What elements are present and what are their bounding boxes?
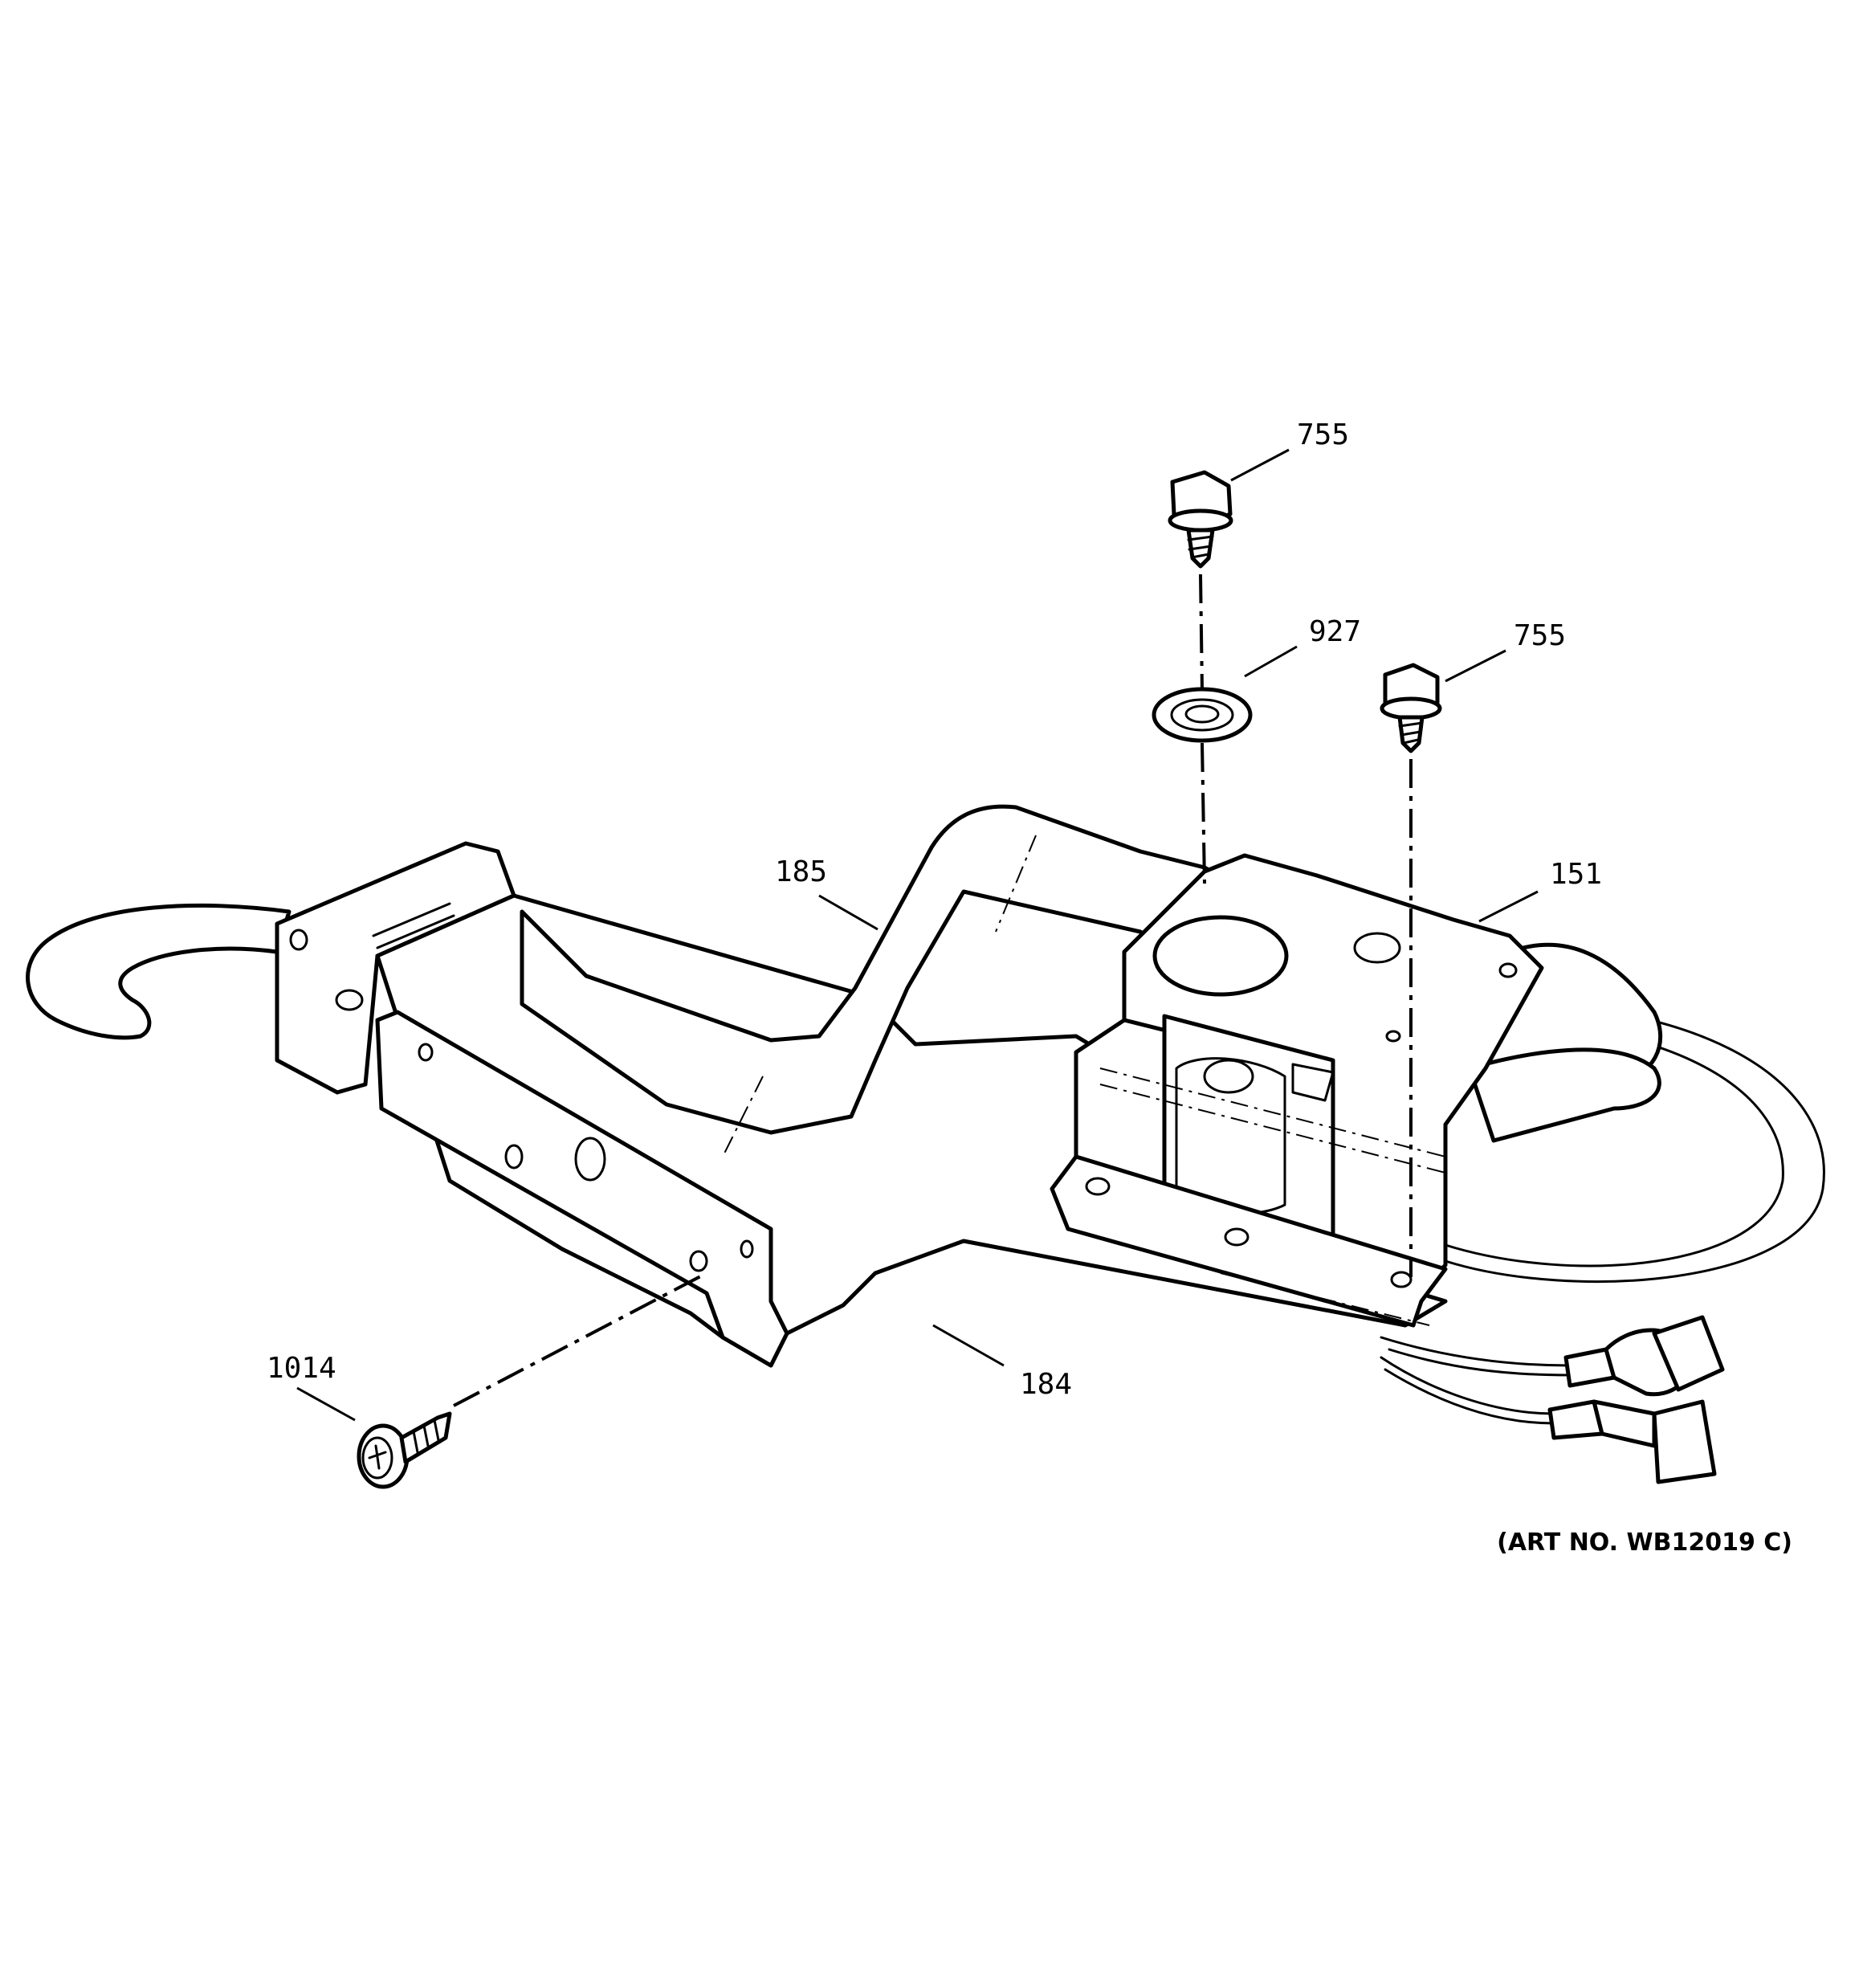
motor-assembly xyxy=(722,835,1825,1328)
front-wall xyxy=(375,1010,789,1368)
hook xyxy=(26,903,291,1040)
terminal-lower xyxy=(1592,1399,1657,1448)
motor-tab xyxy=(1291,1063,1335,1102)
screw-top-washer xyxy=(1168,508,1233,533)
leader-151 xyxy=(1478,890,1539,923)
base-hole-right xyxy=(1390,1271,1413,1288)
wire-upper-b xyxy=(1388,1348,1572,1377)
wire-lower xyxy=(1380,1356,1555,1415)
top-plate-hole-small-2 xyxy=(1385,1030,1401,1043)
screw-right-washer xyxy=(1380,696,1442,720)
washer-hole xyxy=(1184,704,1220,724)
side-notch xyxy=(689,1250,708,1272)
washer-mid xyxy=(1170,698,1234,732)
art-number: (ART NO. WB12019 C) xyxy=(1497,1529,1792,1557)
base-hole-mid xyxy=(1224,1227,1249,1247)
washer-outer xyxy=(1152,687,1253,743)
hidden-edge-2 xyxy=(1099,1084,1446,1174)
plate-hole-left xyxy=(335,989,364,1011)
wire-upper xyxy=(1380,1336,1572,1367)
callout-755-right: 755 xyxy=(1514,619,1566,652)
callout-927: 927 xyxy=(1309,615,1361,648)
wire-lower-b xyxy=(1384,1368,1555,1425)
washer xyxy=(1152,687,1253,743)
screw-side-head-inner xyxy=(361,1436,393,1480)
leader-927 xyxy=(1244,645,1298,678)
hidden-edge-5 xyxy=(1220,1272,1430,1326)
screw-side-thread xyxy=(412,1419,440,1454)
centerline-screw-side xyxy=(453,1272,707,1407)
hidden-edge-1 xyxy=(1099,1067,1446,1157)
motor-boss xyxy=(1152,915,1289,997)
callout-151: 151 xyxy=(1550,858,1602,891)
motor-shaft xyxy=(1203,1059,1254,1094)
flange-slot xyxy=(372,902,455,949)
screw-right xyxy=(1380,663,1442,753)
screw-side xyxy=(357,1411,452,1489)
callout-755-top: 755 xyxy=(1297,418,1349,451)
front-wall-slot xyxy=(504,1144,524,1170)
centerline-washer xyxy=(1201,742,1206,884)
screw-right-thread xyxy=(1398,721,1424,745)
centerline-screw-top xyxy=(1199,574,1204,692)
callout-184: 184 xyxy=(1020,1368,1072,1401)
hidden-edge-3 xyxy=(995,835,1037,933)
front-wall-hole xyxy=(574,1137,606,1182)
top-plate-hole xyxy=(1353,932,1401,964)
leader-1014 xyxy=(296,1386,356,1422)
cam-plate-lower xyxy=(1467,1047,1661,1143)
wire-harness xyxy=(1380,1315,1725,1484)
flange-hole xyxy=(289,929,308,951)
leader-755-right xyxy=(1445,649,1506,683)
motor-base-flange xyxy=(1050,1154,1448,1328)
front-wall-pin xyxy=(418,1043,434,1062)
top-plate-hole-small xyxy=(1498,962,1518,978)
screw-side-drive xyxy=(368,1444,387,1470)
terminal-lower-blade xyxy=(1652,1399,1717,1484)
hidden-edge-4 xyxy=(722,1076,764,1157)
leader-185 xyxy=(818,894,879,931)
front-wall-pin-2 xyxy=(740,1239,754,1259)
callout-1014: 1014 xyxy=(267,1352,336,1385)
terminal-upper-cap xyxy=(1652,1315,1725,1392)
leader-184 xyxy=(932,1324,1005,1367)
screw-top-thread xyxy=(1187,535,1214,559)
leader-755-top xyxy=(1230,448,1290,482)
callout-185: 185 xyxy=(775,855,827,888)
screw-top xyxy=(1168,470,1233,569)
base-hole-left xyxy=(1085,1177,1111,1196)
